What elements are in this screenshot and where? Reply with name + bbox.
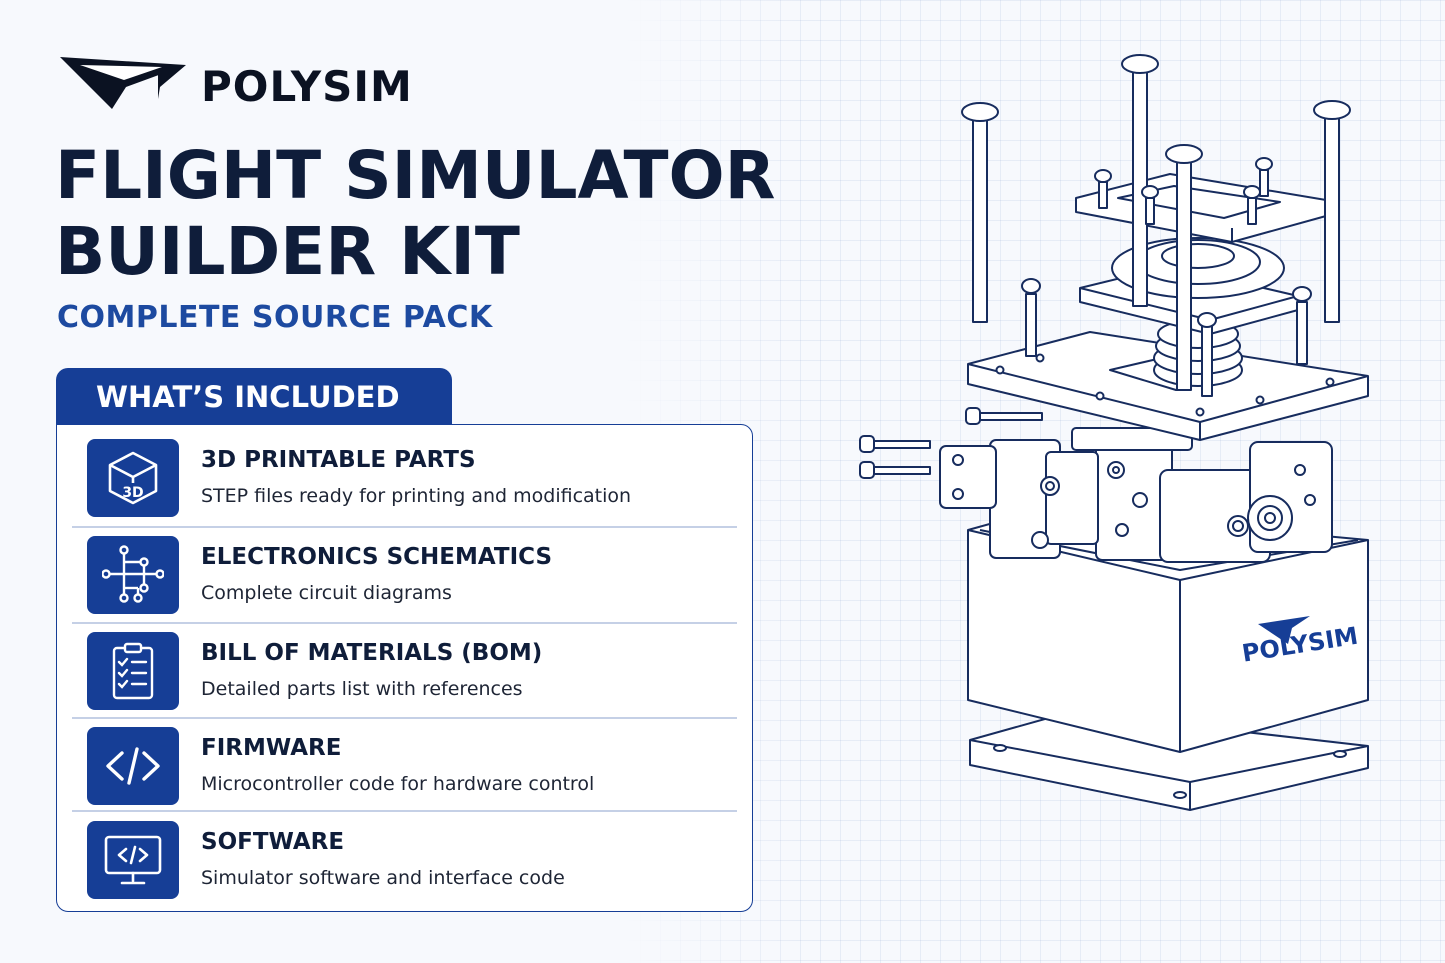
item-description: Complete circuit diagrams bbox=[201, 582, 452, 604]
brand-logo: POLYSIM bbox=[58, 52, 412, 112]
side-screws bbox=[859, 407, 1043, 479]
item-description: Simulator software and interface code bbox=[201, 867, 565, 889]
item-description: Detailed parts list with references bbox=[201, 678, 523, 700]
page-subtitle: COMPLETE SOURCE PACK bbox=[57, 300, 493, 335]
3d-icon-label: 3D bbox=[122, 485, 143, 501]
item-title: FIRMWARE bbox=[201, 735, 342, 761]
item-title: SOFTWARE bbox=[201, 829, 345, 855]
brand-name: POLYSIM bbox=[201, 62, 413, 111]
code-brackets-icon bbox=[87, 727, 179, 805]
monitor-code-icon bbox=[87, 821, 179, 899]
item-title: 3D PRINTABLE PARTS bbox=[201, 447, 476, 473]
page-title: FLIGHT SIMULATOR BUILDER KIT bbox=[55, 138, 775, 290]
paper-plane-icon bbox=[60, 57, 186, 109]
included-panel: 3D 3D PRINTABLE PARTS STEP files ready f… bbox=[56, 424, 753, 912]
box-logo-icon bbox=[1258, 616, 1310, 644]
item-description: STEP files ready for printing and modifi… bbox=[201, 485, 632, 507]
exploded-gimbal-illustration bbox=[859, 54, 1369, 811]
top-frame bbox=[1075, 173, 1327, 243]
item-title: BILL OF MATERIALS (BOM) bbox=[201, 640, 543, 666]
item-divider bbox=[72, 810, 737, 812]
short-screws bbox=[1021, 157, 1312, 397]
clipboard-checklist-icon bbox=[87, 632, 179, 710]
circuit-icon bbox=[87, 536, 179, 614]
item-description: Microcontroller code for hardware contro… bbox=[201, 773, 595, 795]
item-divider bbox=[72, 622, 737, 624]
included-heading: WHAT’S INCLUDED bbox=[96, 380, 400, 414]
item-title: ELECTRONICS SCHEMATICS bbox=[201, 544, 553, 570]
long-screws bbox=[961, 54, 1351, 391]
item-divider bbox=[72, 717, 737, 719]
title-line-2: BUILDER KIT bbox=[55, 213, 520, 290]
included-header-tab: WHAT’S INCLUDED bbox=[56, 368, 452, 426]
gimbal-mechanism bbox=[939, 427, 1333, 563]
3d-cube-icon: 3D bbox=[87, 439, 179, 517]
title-line-1: FLIGHT SIMULATOR bbox=[55, 137, 776, 214]
item-divider bbox=[72, 526, 737, 528]
